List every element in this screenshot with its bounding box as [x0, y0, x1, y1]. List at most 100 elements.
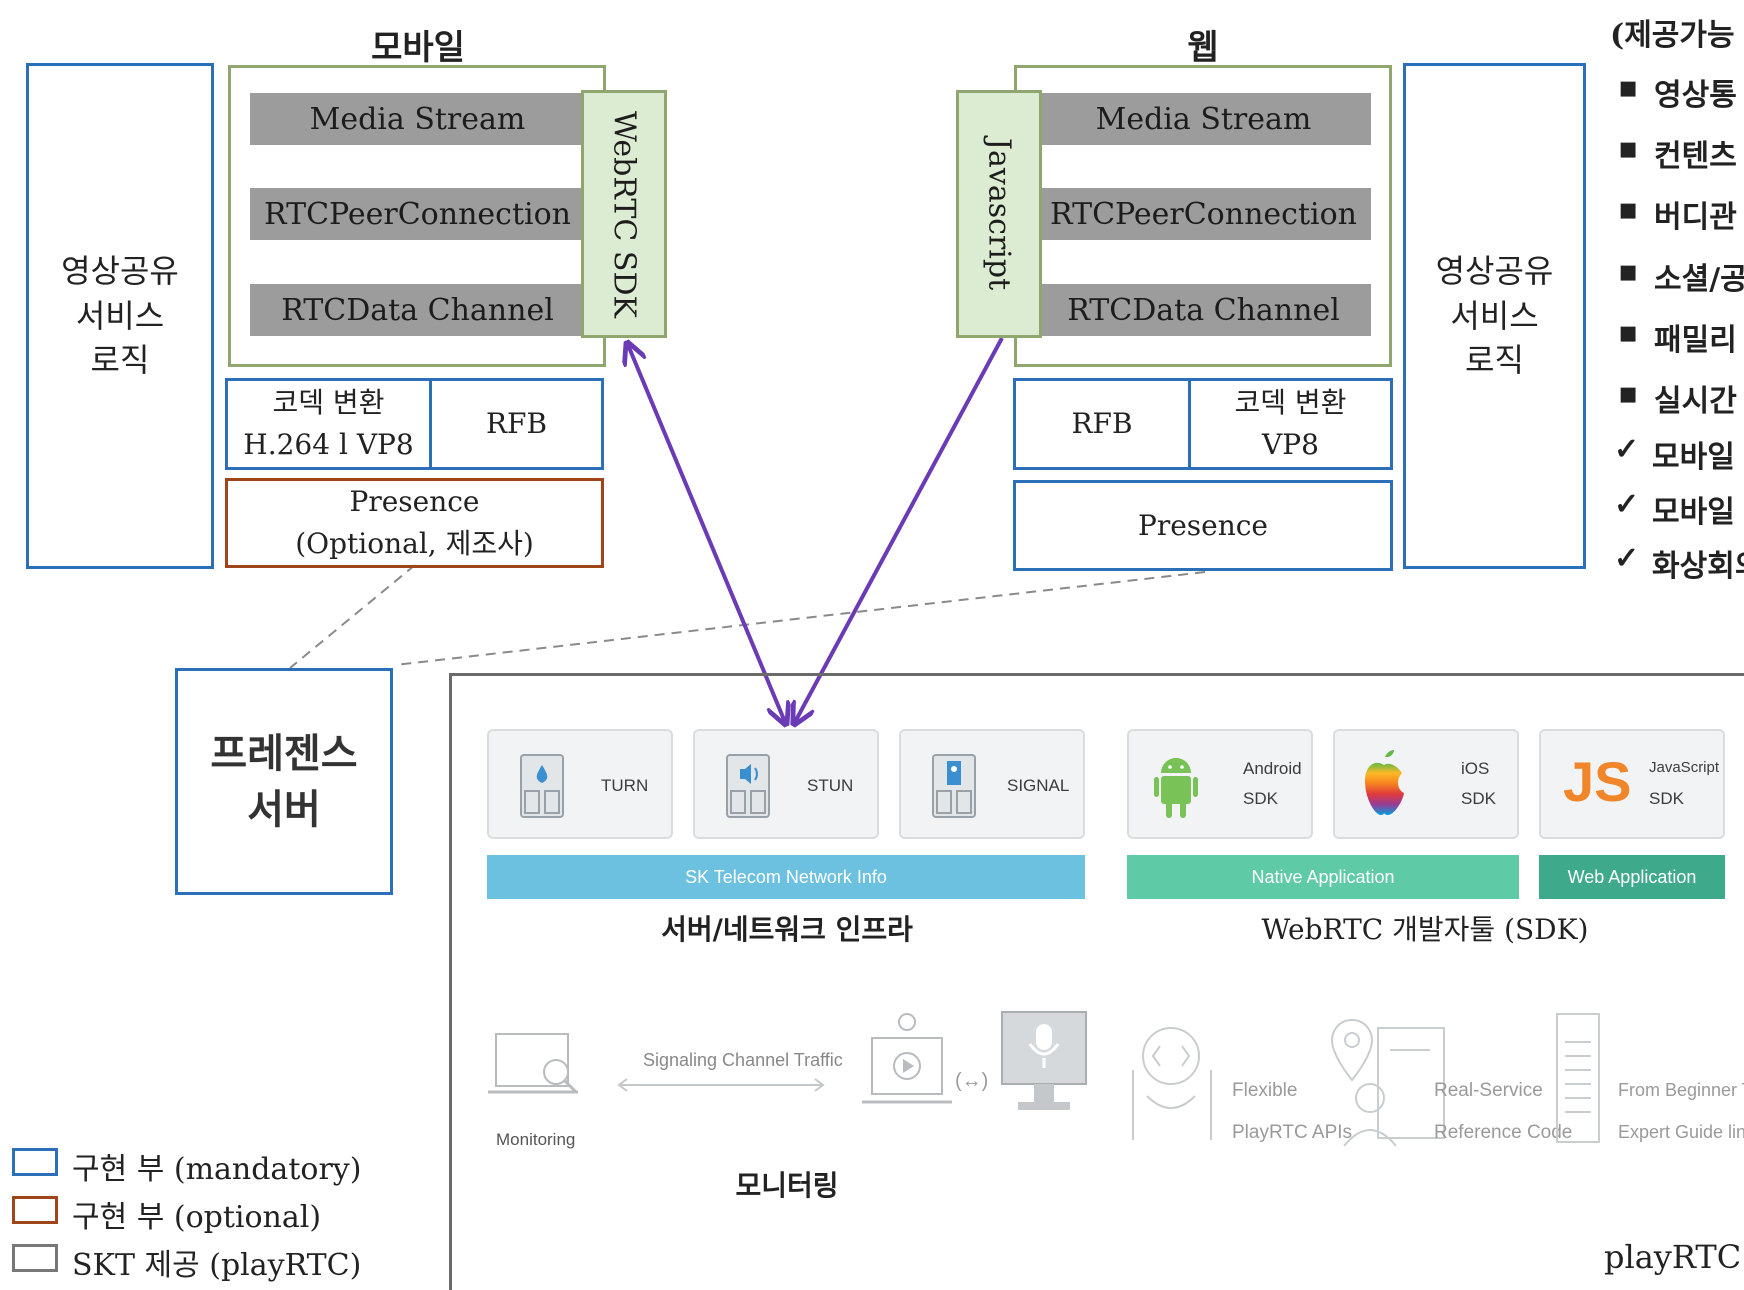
check-item: 모바일 — [1652, 495, 1735, 530]
mobile-codec-title: 코덱 변환 — [272, 386, 385, 419]
web-presence-box: Presence — [1013, 480, 1393, 571]
mobile-presence-title: Presence — [349, 485, 480, 518]
monitoring-label: Monitoring — [496, 1130, 576, 1149]
bullet-marker: ▪ — [1618, 254, 1639, 289]
webrtc-sdk-text: WebRTC SDK — [606, 110, 642, 318]
bullet-marker: ▪ — [1618, 315, 1639, 350]
web-rtc-peer-connection: RTCPeerConnection — [1036, 188, 1371, 240]
android-sdk-line-2: SDK — [1243, 789, 1278, 808]
feature-reference-line-2: Reference Code — [1434, 1122, 1573, 1143]
mobile-logic-line-3: 로직 — [90, 341, 150, 380]
legend-swatch-mandatory — [12, 1148, 58, 1176]
caption-monitoring: 모니터링 — [735, 1169, 839, 1202]
android-icon — [1154, 758, 1198, 818]
mobile-title: 모바일 — [371, 28, 465, 68]
bullet-marker: ▪ — [1618, 192, 1639, 227]
ios-sdk-line-2: SDK — [1461, 789, 1496, 808]
presence-server-box: 프레젠스 서버 — [175, 668, 393, 895]
web-logic-line-2: 서비스 — [1450, 296, 1539, 335]
playrtc-panel — [449, 673, 1744, 1290]
mobile-logic-line-1: 영상공유 — [61, 251, 179, 290]
presence-server-line-1: 프레젠스 — [210, 729, 358, 777]
bullet-marker: ▪ — [1618, 376, 1639, 411]
signaling-arrow — [617, 1078, 825, 1092]
turn-card: TURN — [487, 729, 673, 839]
mobile-service-logic-box: 영상공유 서비스 로직 — [26, 63, 214, 569]
feature-guide-line-2: Expert Guide line — [1618, 1122, 1744, 1142]
turn-label: TURN — [601, 776, 649, 795]
caption-infra: 서버/네트워크 인프라 — [661, 913, 913, 946]
stun-card: STUN — [693, 729, 879, 839]
javascript-sdk-card: JS JavaScript SDK — [1539, 729, 1725, 839]
javascript-sdk-line-2: SDK — [1649, 789, 1684, 808]
arrow-mobile-to-server — [628, 345, 785, 722]
ios-sdk-card: iOS SDK — [1333, 729, 1519, 839]
band-web-application: Web Application — [1539, 855, 1725, 899]
presence-server-line-2: 서버 — [247, 785, 321, 833]
bullet-item: 버디관 — [1654, 200, 1737, 235]
js-logo-icon: JS — [1563, 750, 1632, 813]
mobile-presence-box: Presence (Optional, 제조사) — [225, 478, 604, 568]
feature-guide-line-1: From Beginner To — [1618, 1080, 1744, 1100]
turn-icon — [520, 754, 564, 818]
check-item: 모바일 — [1652, 440, 1735, 475]
guide-book-icon — [1556, 1013, 1600, 1143]
stun-label: STUN — [807, 776, 854, 795]
bullet-item: 컨텐츠 — [1654, 139, 1737, 174]
mobile-logic-line-2: 서비스 — [75, 296, 165, 335]
flexible-api-icon — [1132, 1027, 1212, 1140]
check-icon: ✓ — [1614, 487, 1640, 522]
mobile-presence-note: (Optional, 제조사) — [295, 527, 534, 560]
apple-icon — [1365, 750, 1404, 815]
javascript-text: Javascript — [981, 137, 1017, 291]
playrtc-label: playRTC — [1604, 1238, 1742, 1276]
arrow-web-to-server — [795, 337, 1004, 722]
mobile-media-stream: Media Stream — [250, 93, 585, 145]
web-service-logic-box: 영상공유 서비스 로직 — [1403, 63, 1586, 569]
bullet-item: 패밀리 — [1654, 323, 1737, 358]
dashed-line-web-presence — [394, 571, 1206, 666]
check-item: 화상회의 — [1652, 549, 1744, 580]
ios-sdk-line-1: iOS — [1461, 759, 1490, 778]
signal-card: SIGNAL — [899, 729, 1085, 839]
web-media-stream: Media Stream — [1036, 93, 1371, 145]
bullet-item: 실시간 — [1654, 384, 1737, 419]
mobile-codec-box: 코덱 변환 H.264 l VP8 — [225, 378, 432, 470]
legend-label-optional: 구현 부 (optional) — [72, 1200, 322, 1235]
dashed-line-mobile-presence — [289, 564, 416, 669]
webrtc-sdk-label: WebRTC SDK — [581, 90, 667, 338]
stun-icon — [726, 754, 770, 818]
band-native-application: Native Application — [1127, 855, 1519, 899]
video-laptop-icon — [862, 1013, 952, 1104]
services-panel-title: (제공가능 — [1610, 18, 1735, 53]
feature-flexible-line-1: Flexible — [1232, 1080, 1298, 1101]
android-sdk-line-1: Android — [1243, 759, 1302, 778]
legend-swatch-playrtc — [12, 1244, 58, 1272]
mobile-rfb-label: RFB — [485, 407, 548, 440]
band-network-info: SK Telecom Network Info — [487, 855, 1085, 899]
bullet-marker: ▪ — [1618, 131, 1639, 166]
check-icon: ✓ — [1614, 432, 1640, 467]
legend-label-playrtc: SKT 제공 (playRTC) — [72, 1248, 362, 1283]
web-codec-title: 코덱 변환 — [1234, 386, 1347, 419]
web-codec-formats: VP8 — [1262, 428, 1319, 461]
services-panel: (제공가능 ▪ 영상통 ▪ 컨텐츠 ▪ 버디관 ▪ 소셜/공 ▪ 패밀리 ▪ 실… — [1606, 0, 1744, 580]
bullet-item: 영상통 — [1654, 78, 1737, 113]
feature-flexible-line-2: PlayRTC APIs — [1232, 1122, 1353, 1143]
caption-sdk: WebRTC 개발자툴 (SDK) — [1261, 913, 1589, 946]
web-logic-line-1: 영상공유 — [1435, 251, 1554, 290]
signal-label: SIGNAL — [1007, 776, 1070, 795]
reference-code-icon — [1330, 1018, 1445, 1147]
feature-reference-line-1: Real-Service — [1434, 1080, 1543, 1101]
signal-icon — [932, 754, 976, 818]
web-rfb-label: RFB — [1071, 407, 1133, 440]
web-codec-box: 코덱 변환 VP8 — [1188, 378, 1393, 470]
legend-label-mandatory: 구현 부 (mandatory) — [72, 1152, 362, 1187]
web-presence-label: Presence — [1137, 508, 1269, 542]
web-rtc-data-channel: RTCData Channel — [1036, 284, 1371, 336]
monitoring-laptop-icon — [488, 1033, 578, 1094]
mobile-rtc-peer-connection: RTCPeerConnection — [250, 188, 585, 240]
javascript-sdk-line-1: JavaScript — [1649, 759, 1720, 776]
web-rfb-box: RFB — [1013, 378, 1191, 470]
